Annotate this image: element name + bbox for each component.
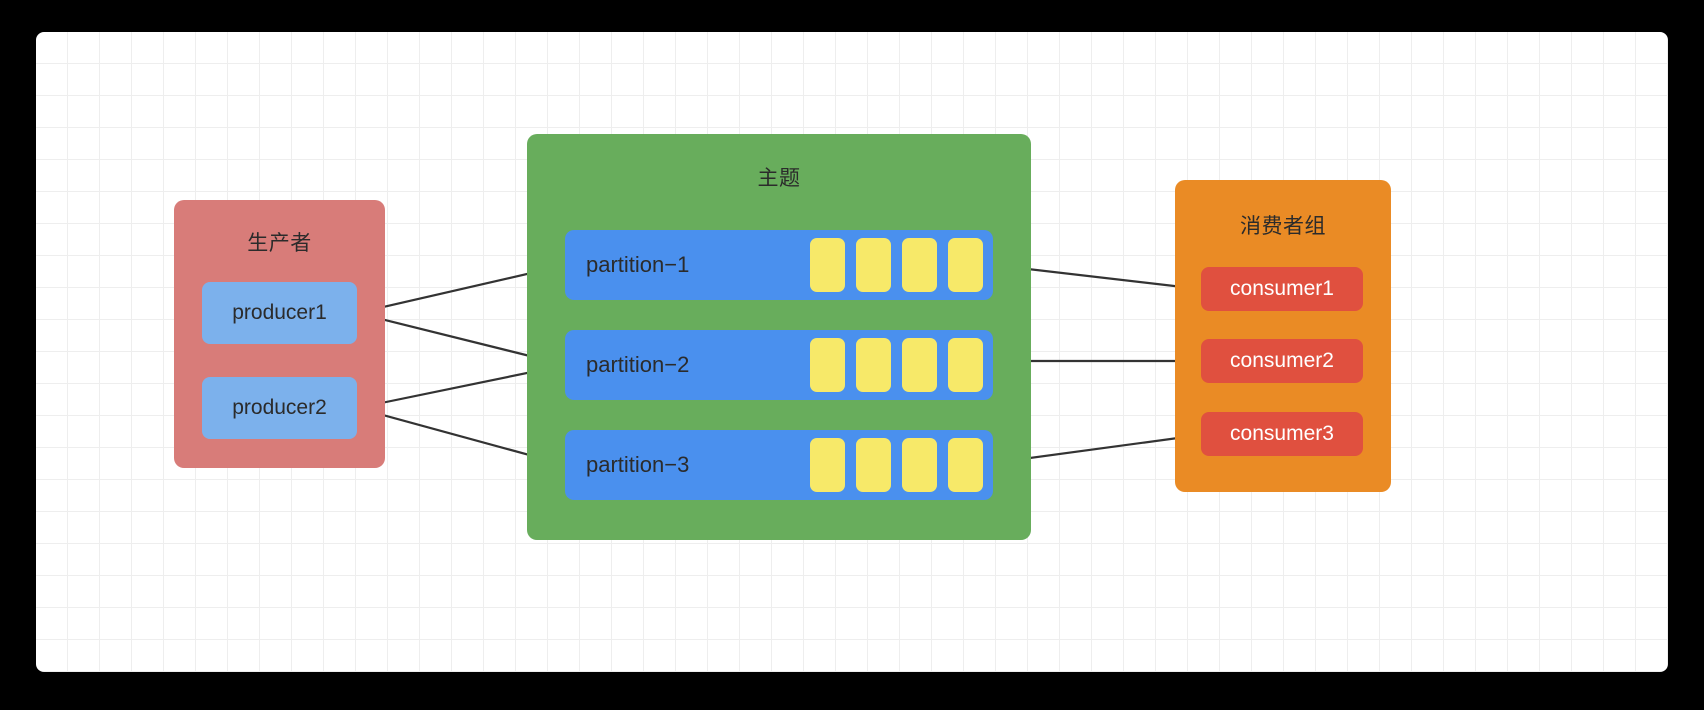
partition-row-2[interactable]: partition−2 xyxy=(565,330,993,400)
producer-box-2[interactable]: producer2 xyxy=(202,377,357,439)
message-cell xyxy=(810,238,845,292)
message-cell xyxy=(948,238,983,292)
message-track xyxy=(810,430,983,500)
consumer-box-2[interactable]: consumer2 xyxy=(1201,339,1363,383)
producer-group-title: 生产者 xyxy=(247,232,312,255)
consumer-label: consumer3 xyxy=(1230,422,1334,445)
message-track xyxy=(810,230,983,300)
consumer-group-title: 消费者组 xyxy=(1240,215,1326,238)
message-cell xyxy=(948,438,983,492)
message-cell xyxy=(902,338,937,392)
partition-label: partition−1 xyxy=(586,252,690,277)
partition-label: partition−3 xyxy=(586,452,690,477)
consumer-box-1[interactable]: consumer1 xyxy=(1201,267,1363,311)
message-cell xyxy=(856,438,891,492)
consumer-group: 消费者组 consumer1 consumer2 consumer3 xyxy=(1175,180,1391,492)
partition-label: partition−2 xyxy=(586,352,690,377)
message-cell xyxy=(902,438,937,492)
partition-row-1[interactable]: partition−1 xyxy=(565,230,993,300)
message-cell xyxy=(856,238,891,292)
producer-label: producer1 xyxy=(232,301,327,324)
producer-group: 生产者 producer1 producer2 xyxy=(174,200,385,468)
message-cell xyxy=(810,338,845,392)
consumer-label: consumer2 xyxy=(1230,349,1334,372)
producer-label: producer2 xyxy=(232,396,327,419)
message-track xyxy=(810,330,983,400)
consumer-box-3[interactable]: consumer3 xyxy=(1201,412,1363,456)
consumer-label: consumer1 xyxy=(1230,277,1334,300)
message-cell xyxy=(902,238,937,292)
producer-box-1[interactable]: producer1 xyxy=(202,282,357,344)
message-cell xyxy=(856,338,891,392)
topic-group-title: 主题 xyxy=(757,167,801,190)
message-cell xyxy=(948,338,983,392)
topic-group: 主题 partition−1 partition−2 partition−3 xyxy=(527,134,1031,540)
partition-row-3[interactable]: partition−3 xyxy=(565,430,993,500)
message-cell xyxy=(810,438,845,492)
